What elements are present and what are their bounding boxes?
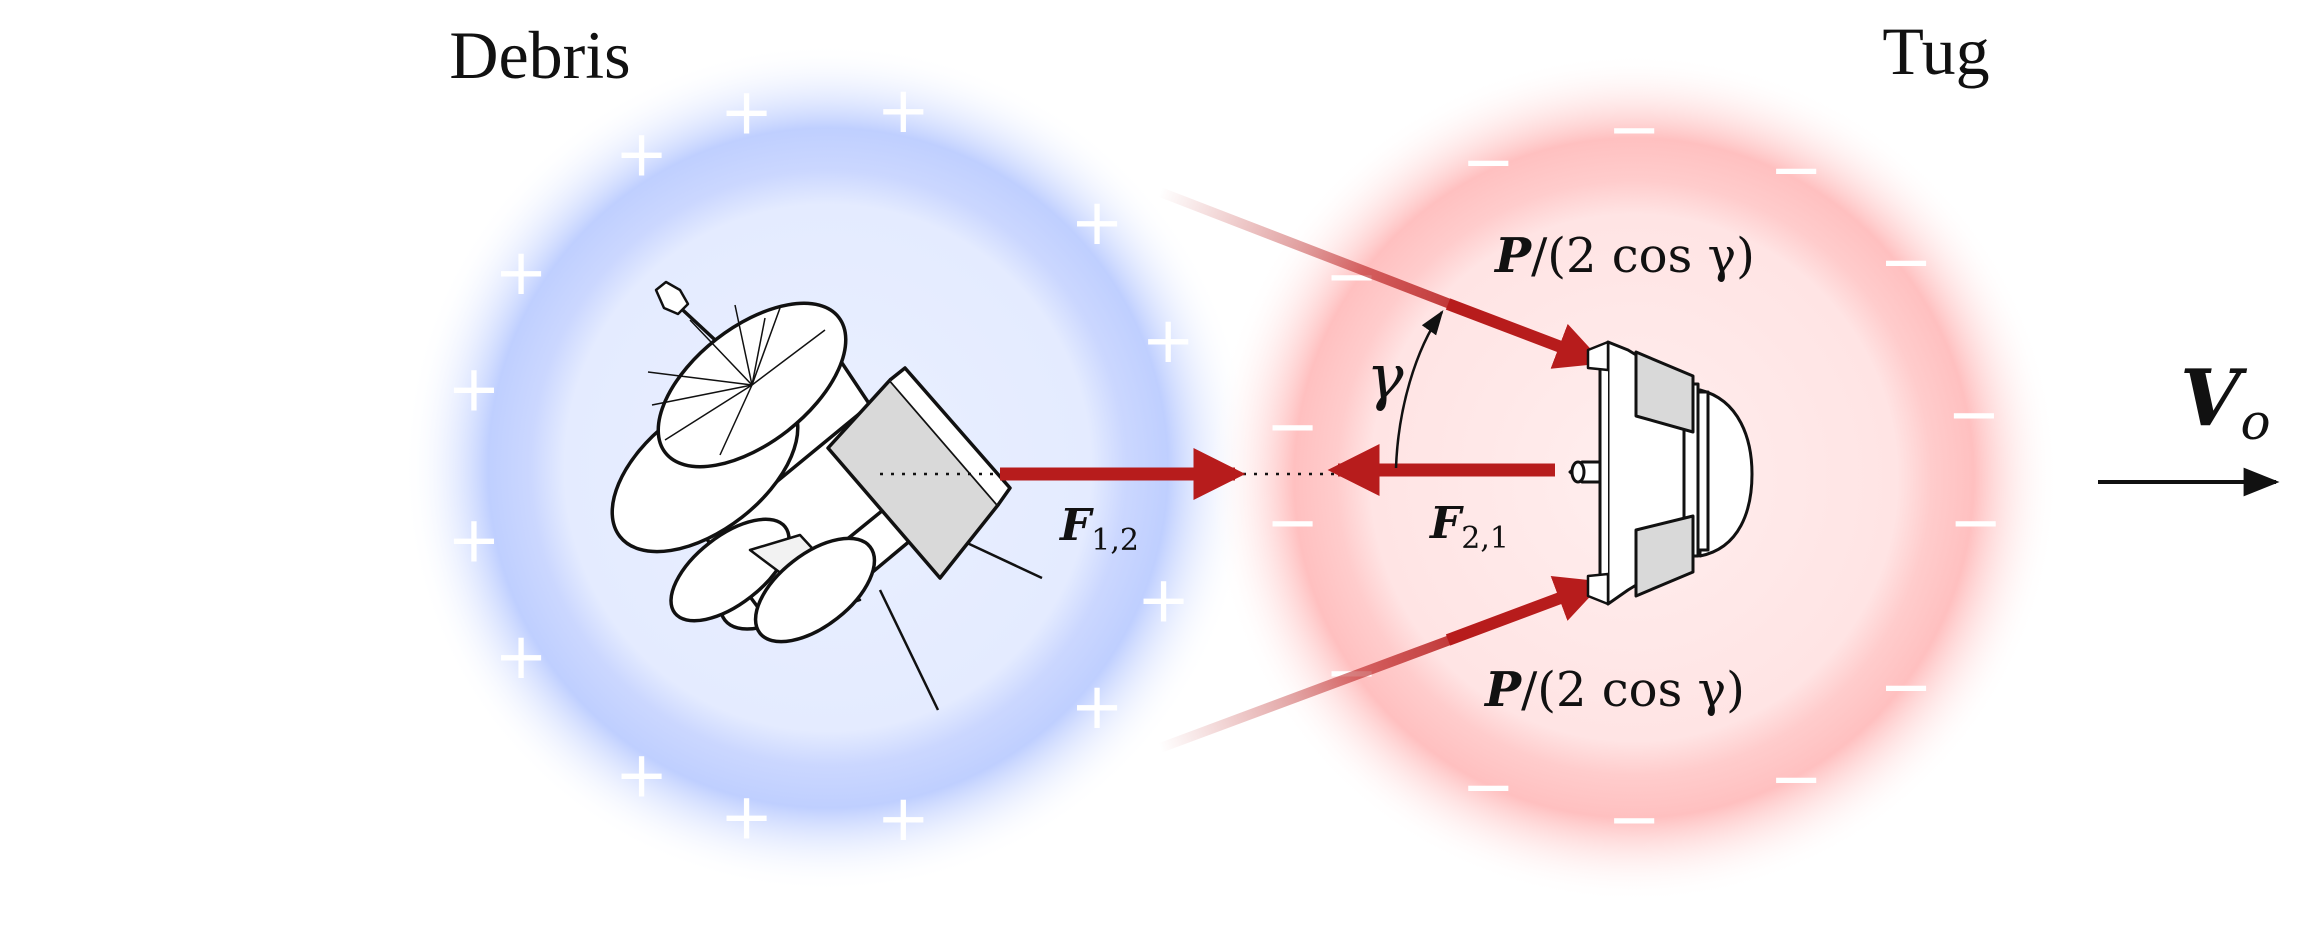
- negative-charge: −: [1607, 783, 1661, 857]
- positive-charge: +: [1070, 186, 1124, 260]
- positive-charge: +: [1070, 670, 1124, 744]
- tug-title: Tug: [1882, 13, 1989, 89]
- negative-charge: −: [1879, 650, 1933, 724]
- velocity-symbol: V: [2180, 353, 2248, 444]
- negative-charge: −: [1607, 93, 1661, 167]
- bottom-thrust-arrow: [1445, 575, 1604, 646]
- top-thrust-label: P/(2 cos γ): [1493, 228, 1755, 284]
- negative-charge: −: [1949, 486, 2003, 560]
- force-12-subscript: 1,2: [1091, 523, 1139, 558]
- negative-charge: −: [1769, 743, 1823, 817]
- force-21-subscript: 2,1: [1461, 521, 1509, 556]
- positive-charge: +: [447, 503, 501, 577]
- positive-charge: +: [615, 118, 669, 192]
- positive-charge: +: [494, 236, 548, 310]
- gamma-label: γ: [1366, 340, 1404, 413]
- negative-charge: −: [1461, 125, 1515, 199]
- debris-title: Debris: [449, 17, 630, 93]
- bottom-thrust-plume: [1158, 635, 1452, 753]
- negative-charge: −: [1266, 390, 1320, 464]
- positive-charge: +: [876, 782, 930, 856]
- positive-charge: +: [720, 781, 774, 855]
- top-thrust-arrow: [1445, 298, 1604, 369]
- negative-charge: −: [1769, 133, 1823, 207]
- force-21-symbol: F: [1428, 498, 1464, 549]
- negative-charge: −: [1461, 751, 1515, 825]
- velocity-label: Vo: [2180, 353, 2271, 451]
- bottom-thrust-symbol: P: [1483, 662, 1523, 718]
- positive-charge: +: [876, 74, 930, 148]
- satellite-icon: [610, 280, 1043, 711]
- bottom-thrust-expression: /(2 cos γ): [1521, 662, 1745, 718]
- top-thrust-symbol: P: [1493, 228, 1533, 284]
- velocity-subscript: o: [2241, 393, 2271, 451]
- force-12-symbol: F: [1058, 500, 1094, 551]
- positive-charge: +: [447, 353, 501, 427]
- debris-positive-charges: ++++++++++++++: [447, 74, 1195, 856]
- capsule-icon: [1568, 340, 1754, 606]
- top-thrust-plume: [1158, 187, 1452, 309]
- negative-charge: −: [1266, 486, 1320, 560]
- gamma-angle-arc: [1394, 309, 1444, 469]
- force-21-label: F2,1: [1428, 498, 1509, 556]
- positive-charge: +: [615, 738, 669, 812]
- positive-charge: +: [1137, 564, 1191, 638]
- bottom-thrust-label: P/(2 cos γ): [1483, 662, 1745, 718]
- tug-negative-charges: −−−−−−−−−−−−−−: [1266, 93, 2003, 857]
- positive-charge: +: [1141, 304, 1195, 378]
- force-12-label: F1,2: [1058, 500, 1139, 558]
- top-thrust-expression: /(2 cos γ): [1531, 228, 1755, 284]
- negative-charge: −: [1947, 378, 2001, 452]
- positive-charge: +: [494, 620, 548, 694]
- negative-charge: −: [1879, 226, 1933, 300]
- positive-charge: +: [720, 75, 774, 149]
